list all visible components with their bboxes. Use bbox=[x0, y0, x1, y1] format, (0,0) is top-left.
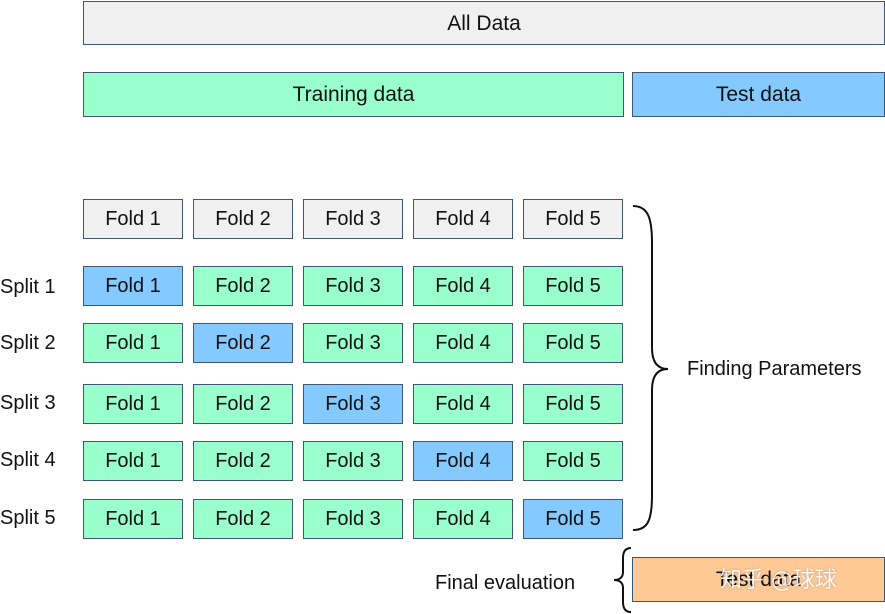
split-1-fold-4: Fold 4 bbox=[413, 266, 513, 306]
all-data-box: All Data bbox=[83, 1, 885, 45]
split-2-fold-2: Fold 2 bbox=[193, 323, 293, 363]
fold-label: Fold 1 bbox=[105, 393, 161, 415]
fold-label: Fold 2 bbox=[215, 332, 271, 354]
fold-header-3: Fold 3 bbox=[303, 199, 403, 239]
fold-label: Fold 3 bbox=[325, 275, 381, 297]
split-1-fold-3: Fold 3 bbox=[303, 266, 403, 306]
fold-label: Fold 2 bbox=[215, 450, 271, 472]
split-3-fold-1: Fold 1 bbox=[83, 384, 183, 424]
fold-label: Fold 1 bbox=[105, 508, 161, 530]
split-5-label: Split 5 bbox=[0, 507, 56, 529]
fold-label: Fold 4 bbox=[435, 275, 491, 297]
fold-label: Fold 5 bbox=[545, 450, 601, 472]
fold-label: Fold 4 bbox=[435, 508, 491, 530]
fold-label: Fold 1 bbox=[105, 332, 161, 354]
split-1-fold-5: Fold 5 bbox=[523, 266, 623, 306]
split-2-fold-4: Fold 4 bbox=[413, 323, 513, 363]
split-5-fold-5: Fold 5 bbox=[523, 499, 623, 539]
split-3-fold-5: Fold 5 bbox=[523, 384, 623, 424]
split-4-fold-4: Fold 4 bbox=[413, 441, 513, 481]
fold-label: Fold 1 bbox=[105, 275, 161, 297]
split-3-fold-2: Fold 2 bbox=[193, 384, 293, 424]
split-5-fold-4: Fold 4 bbox=[413, 499, 513, 539]
split-4-fold-2: Fold 2 bbox=[193, 441, 293, 481]
test-data-box: Test data bbox=[632, 72, 885, 117]
fold-label: Fold 3 bbox=[325, 450, 381, 472]
fold-label: Fold 3 bbox=[325, 332, 381, 354]
fold-label: Fold 2 bbox=[215, 275, 271, 297]
fold-label: Fold 2 bbox=[215, 508, 271, 530]
split-3-fold-4: Fold 4 bbox=[413, 384, 513, 424]
training-data-box: Training data bbox=[83, 72, 624, 117]
fold-label: Fold 3 bbox=[325, 393, 381, 415]
final-evaluation-label: Final evaluation bbox=[435, 572, 576, 594]
split-4-fold-5: Fold 5 bbox=[523, 441, 623, 481]
fold-label: Fold 5 bbox=[545, 393, 601, 415]
split-3-label: Split 3 bbox=[0, 392, 56, 414]
final-test-data-box: Test data bbox=[632, 557, 885, 602]
all-data-label: All Data bbox=[447, 11, 521, 35]
split-4-label: Split 4 bbox=[0, 449, 56, 471]
fold-label: Fold 4 bbox=[435, 450, 491, 472]
split-1-fold-1: Fold 1 bbox=[83, 266, 183, 306]
finding-parameters-brace-icon bbox=[632, 205, 669, 531]
split-1-fold-2: Fold 2 bbox=[193, 266, 293, 306]
fold-header-2: Fold 2 bbox=[193, 199, 293, 239]
finding-parameters-label: Finding Parameters bbox=[687, 358, 862, 380]
split-2-fold-1: Fold 1 bbox=[83, 323, 183, 363]
fold-header-label: Fold 3 bbox=[325, 208, 381, 230]
fold-label: Fold 2 bbox=[215, 393, 271, 415]
fold-label: Fold 5 bbox=[545, 508, 601, 530]
fold-header-label: Fold 4 bbox=[435, 208, 491, 230]
split-3-fold-3: Fold 3 bbox=[303, 384, 403, 424]
final-test-data-label: Test data bbox=[715, 568, 802, 591]
fold-header-1: Fold 1 bbox=[83, 199, 183, 239]
final-evaluation-brace-icon bbox=[613, 547, 632, 613]
split-2-label: Split 2 bbox=[0, 332, 56, 354]
fold-header-label: Fold 1 bbox=[105, 208, 161, 230]
split-5-fold-2: Fold 2 bbox=[193, 499, 293, 539]
fold-header-label: Fold 5 bbox=[545, 208, 601, 230]
fold-label: Fold 3 bbox=[325, 508, 381, 530]
fold-label: Fold 1 bbox=[105, 450, 161, 472]
split-5-fold-3: Fold 3 bbox=[303, 499, 403, 539]
fold-label: Fold 5 bbox=[545, 275, 601, 297]
training-data-label: Training data bbox=[292, 83, 415, 106]
split-5-fold-1: Fold 1 bbox=[83, 499, 183, 539]
split-2-fold-5: Fold 5 bbox=[523, 323, 623, 363]
split-4-fold-1: Fold 1 bbox=[83, 441, 183, 481]
split-2-fold-3: Fold 3 bbox=[303, 323, 403, 363]
split-4-fold-3: Fold 3 bbox=[303, 441, 403, 481]
fold-header-4: Fold 4 bbox=[413, 199, 513, 239]
fold-label: Fold 4 bbox=[435, 393, 491, 415]
fold-label: Fold 4 bbox=[435, 332, 491, 354]
split-1-label: Split 1 bbox=[0, 276, 56, 298]
fold-header-5: Fold 5 bbox=[523, 199, 623, 239]
fold-header-label: Fold 2 bbox=[215, 208, 271, 230]
fold-label: Fold 5 bbox=[545, 332, 601, 354]
test-data-label: Test data bbox=[715, 83, 802, 106]
